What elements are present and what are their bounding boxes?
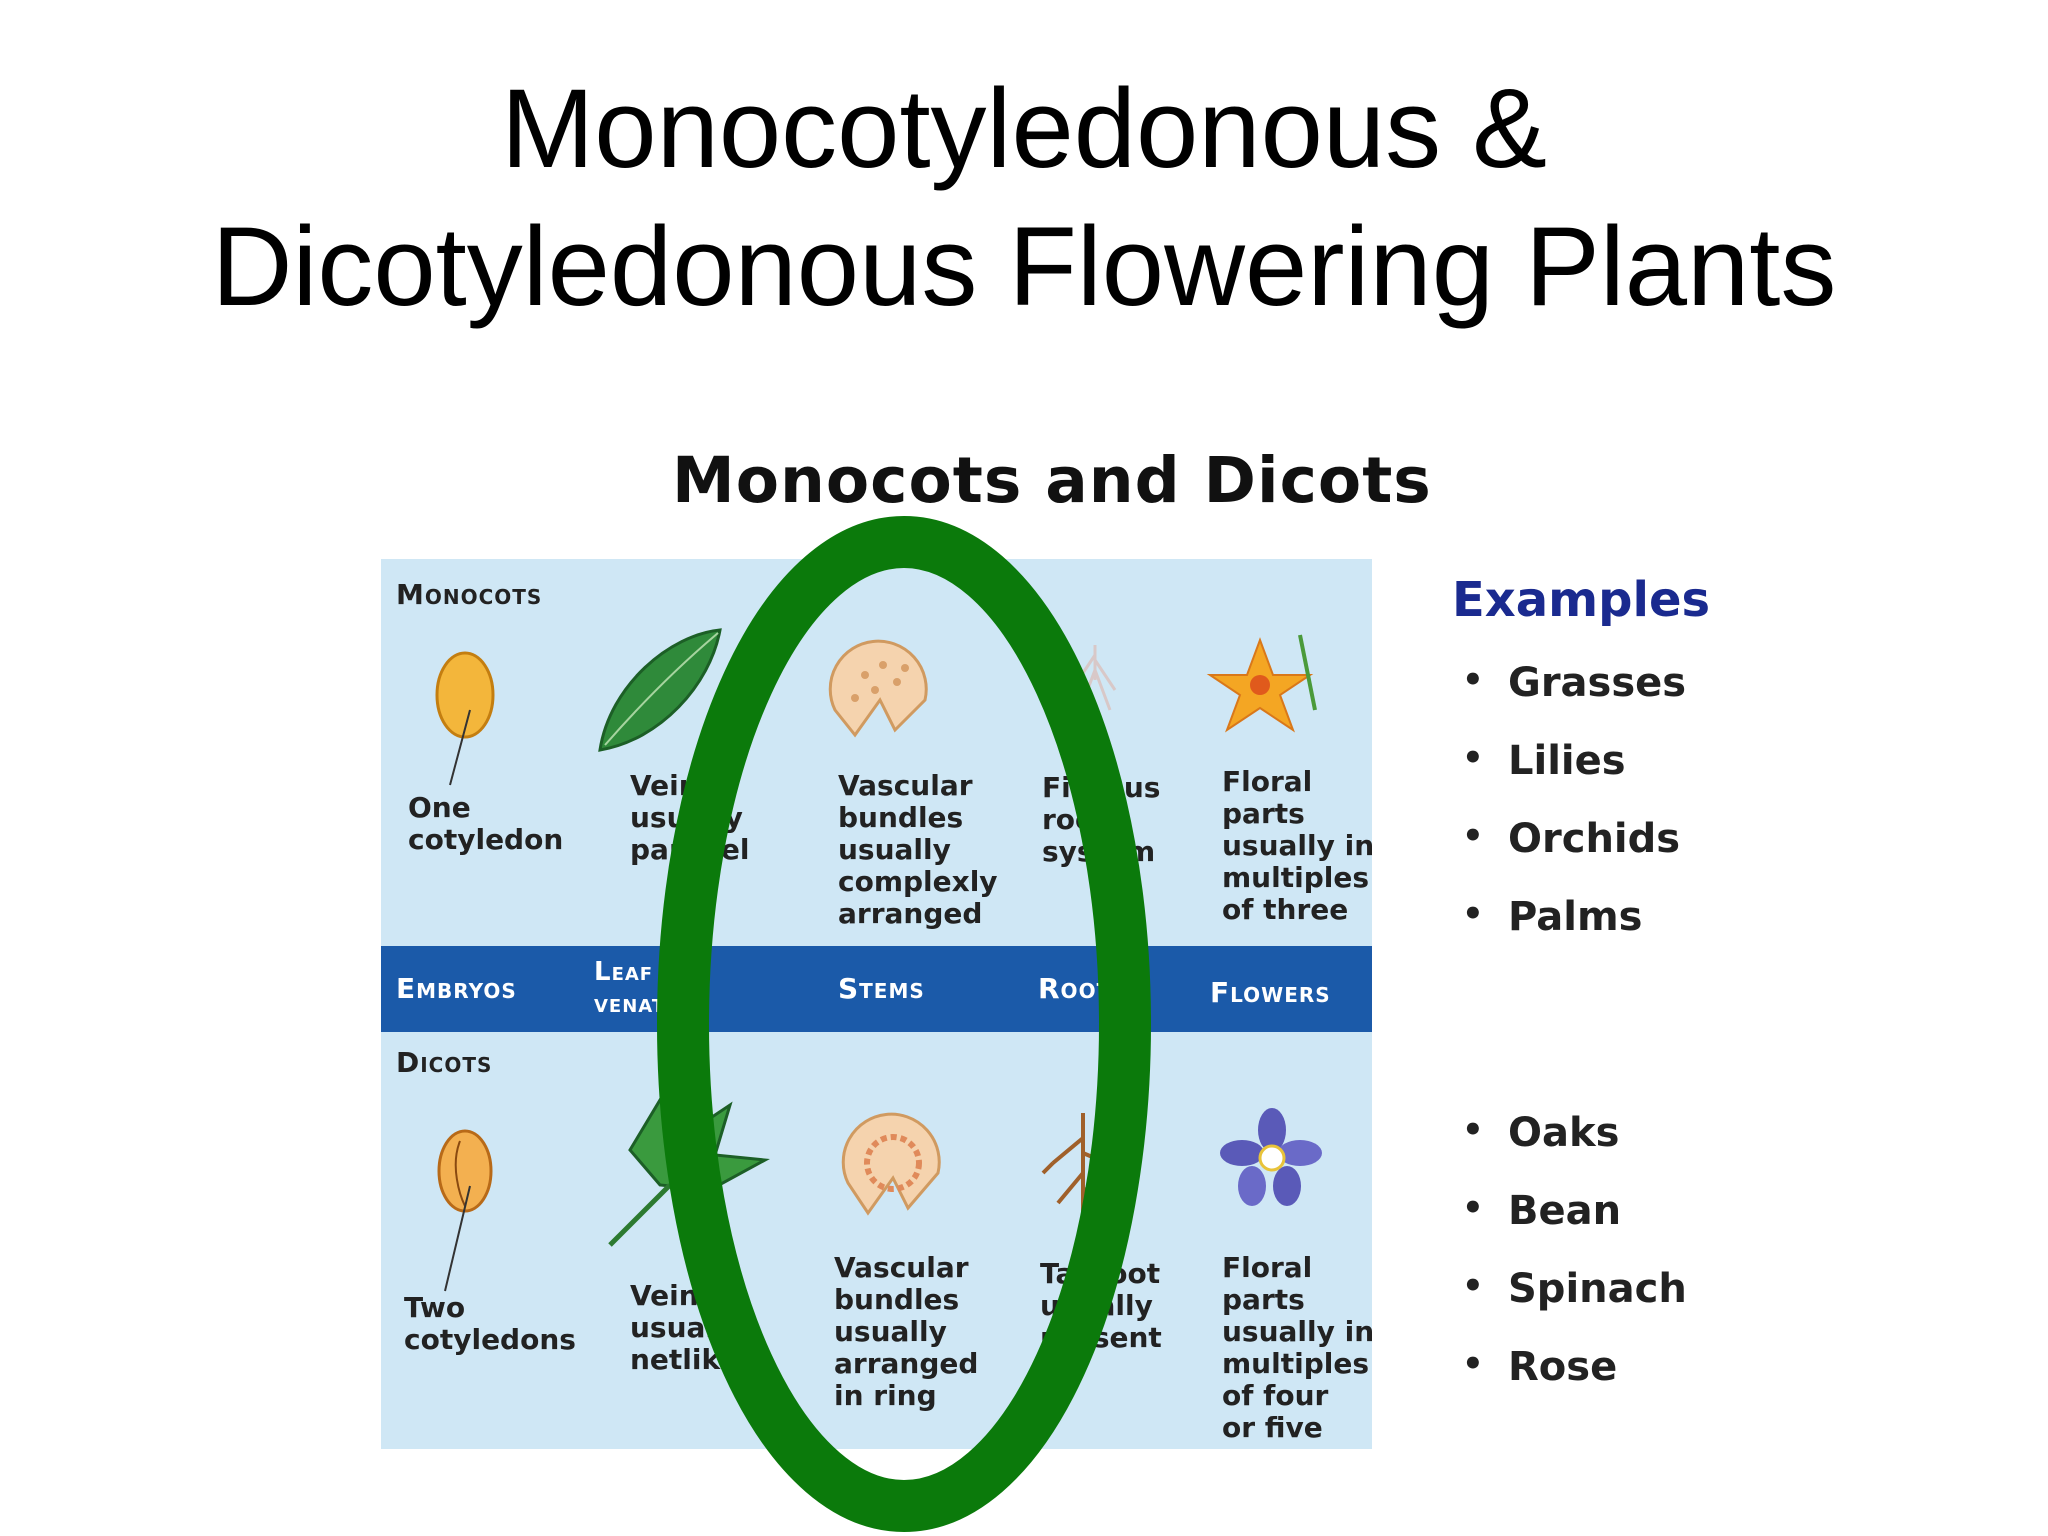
example-label: Oaks: [1508, 1110, 1620, 1156]
monocot-leaf-icon: [598, 628, 722, 752]
bullet-icon: •: [1462, 738, 1484, 778]
dicot-root-caption: Taproot usually present: [1040, 1257, 1162, 1354]
monocot-embryo-caption: One cotyledon: [408, 791, 564, 856]
dicot-examples-list: • Oaks • Bean • Spinach • Rose: [1462, 1110, 1687, 1422]
list-item: • Bean: [1462, 1188, 1687, 1266]
band-roots: Roots: [1038, 972, 1127, 1005]
slide-title-line-1: Monocotyledonous &: [500, 66, 1547, 191]
monocot-flower-icon: [1206, 634, 1317, 733]
band-stems: Stems: [838, 972, 925, 1005]
dicot-root-icon: [1041, 1113, 1128, 1223]
bullet-icon: •: [1462, 1266, 1484, 1306]
monocot-seed-icon: [435, 651, 495, 786]
dicots-label: Dicots: [396, 1046, 493, 1079]
monocot-leaf-caption: Veins usually parallel: [630, 769, 750, 866]
example-label: Spinach: [1508, 1266, 1687, 1312]
dicot-seed-icon: [437, 1129, 493, 1292]
bullet-icon: •: [1462, 1344, 1484, 1384]
monocot-stem-caption: Vascular bundles usually complexly arran…: [838, 769, 998, 930]
list-item: • Palms: [1462, 894, 1686, 972]
list-item: • Grasses: [1462, 660, 1686, 738]
monocot-flower-caption: Floral parts usually in multiples of thr…: [1222, 765, 1375, 926]
example-label: Bean: [1508, 1188, 1622, 1234]
figure-title: Monocots and Dicots: [672, 444, 1432, 517]
slide-title-line-2: Dicotyledonous Flowering Plants: [211, 204, 1837, 329]
example-label: Grasses: [1508, 660, 1687, 706]
list-item: • Rose: [1462, 1344, 1687, 1422]
monocot-stem-icon: [828, 639, 928, 738]
band-embryos: Embryos: [396, 972, 517, 1005]
monocots-label: Monocots: [396, 578, 543, 611]
band-leaf-venation: Leaf venation: [594, 957, 706, 1019]
monocot-root-caption: Fibrous root system: [1042, 771, 1161, 868]
example-label: Lilies: [1508, 738, 1626, 784]
bullet-icon: •: [1462, 816, 1484, 856]
example-label: Orchids: [1508, 816, 1681, 862]
dicot-embryo-caption: Two cotyledons: [404, 1291, 576, 1356]
list-item: • Orchids: [1462, 816, 1686, 894]
bullet-icon: •: [1462, 660, 1484, 700]
dicot-leaf-icon: [608, 1097, 770, 1247]
example-label: Palms: [1508, 894, 1643, 940]
list-item: • Lilies: [1462, 738, 1686, 816]
bullet-icon: •: [1462, 1110, 1484, 1150]
bullet-icon: •: [1462, 1188, 1484, 1228]
examples-heading: Examples: [1452, 572, 1711, 628]
dicot-leaf-caption: Veins usually netlike: [630, 1279, 743, 1376]
band-flowers: Flowers: [1210, 976, 1331, 1009]
slide-title: Monocotyledonous & Dicotyledonous Flower…: [0, 60, 2048, 336]
example-label: Rose: [1508, 1344, 1618, 1390]
dicot-stem-icon: [841, 1112, 941, 1216]
dicot-flower-icon: [1220, 1108, 1322, 1206]
dicot-stem-caption: Vascular bundles usually arranged in rin…: [834, 1251, 979, 1412]
list-item: • Oaks: [1462, 1110, 1687, 1188]
dicot-flower-caption: Floral parts usually in multiples of fou…: [1222, 1251, 1375, 1444]
monocot-root-icon: [1073, 645, 1117, 711]
list-item: • Spinach: [1462, 1266, 1687, 1344]
monocot-examples-list: • Grasses • Lilies • Orchids • Palms: [1462, 660, 1686, 972]
bullet-icon: •: [1462, 894, 1484, 934]
